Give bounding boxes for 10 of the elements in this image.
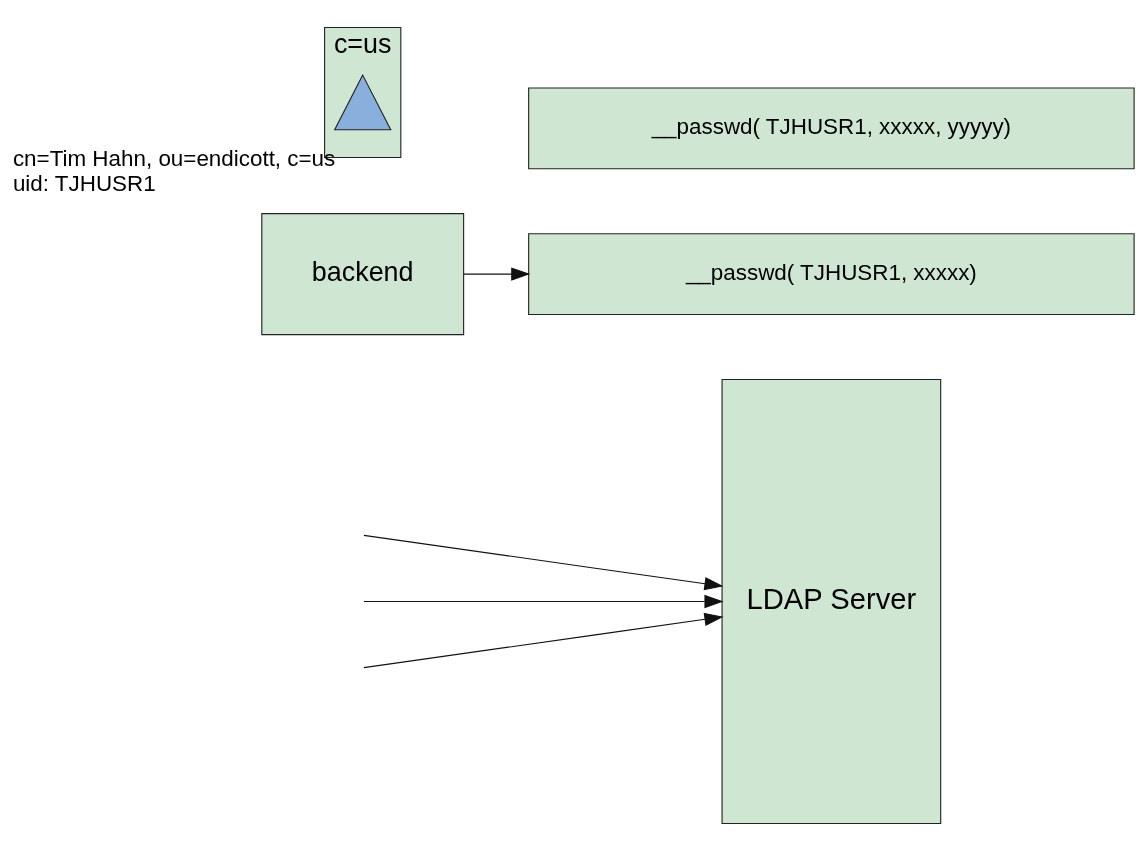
node-box: backend (261, 212, 465, 335)
arrow (363, 594, 724, 608)
node-box: LDAP Server (721, 378, 942, 824)
arrow (463, 266, 531, 281)
node-triangle (333, 73, 392, 130)
node-label: uid: TJHUSR1 (12, 170, 156, 196)
node-box: __passwd( TJHUSR1, xxxxx) (528, 232, 1135, 315)
arrow (363, 534, 724, 590)
node-box: __passwd( TJHUSR1, xxxxx, yyyyy) (528, 86, 1135, 169)
arrow (363, 612, 724, 668)
